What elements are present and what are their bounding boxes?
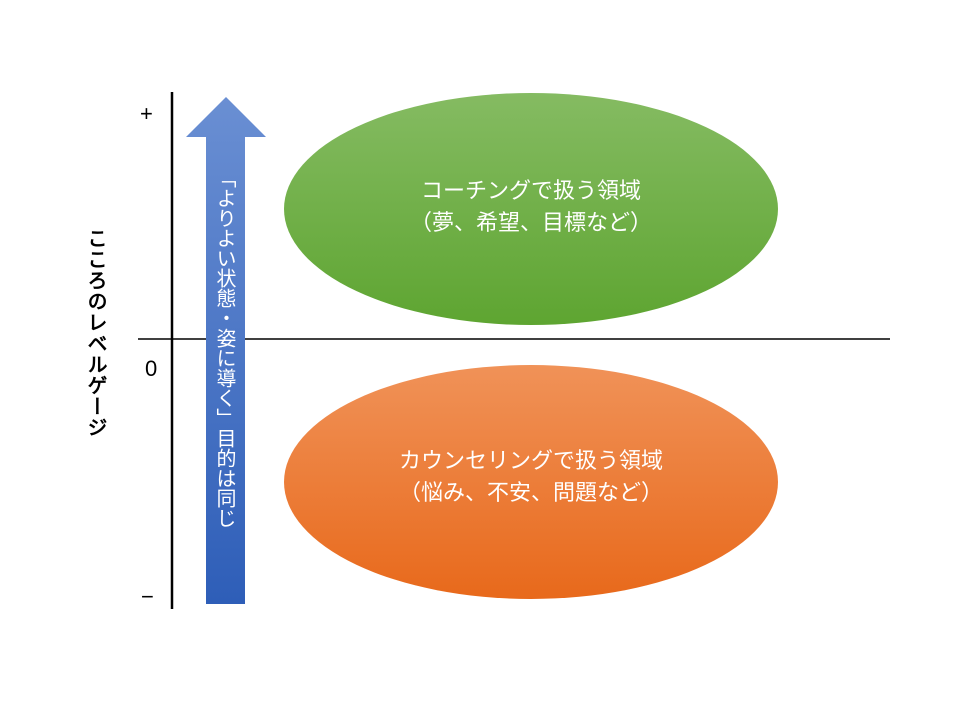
counseling-subtitle: （悩み、不安、問題など） <box>398 481 663 506</box>
counseling-title: カウンセリングで扱う領域 <box>398 449 663 474</box>
axis-zero-label: 0 <box>145 356 158 381</box>
up-arrow <box>186 97 266 604</box>
axis-plus-label: + <box>140 101 153 126</box>
counseling-label: カウンセリングで扱う領域 （悩み、不安、問題など） <box>284 446 778 510</box>
arrow-label: 「よりよい状態・姿に導く」目的は同じ <box>213 168 237 528</box>
coaching-subtitle: （夢、希望、目標など） <box>409 211 652 236</box>
axis-minus-label: − <box>141 584 154 609</box>
coaching-label: コーチングで扱う領域 （夢、希望、目標など） <box>284 176 778 240</box>
counseling-ellipse <box>284 365 778 599</box>
y-axis-label: こころのレベルゲージ <box>84 228 108 438</box>
coaching-title: コーチングで扱う領域 <box>420 179 641 204</box>
coaching-ellipse <box>284 93 778 325</box>
